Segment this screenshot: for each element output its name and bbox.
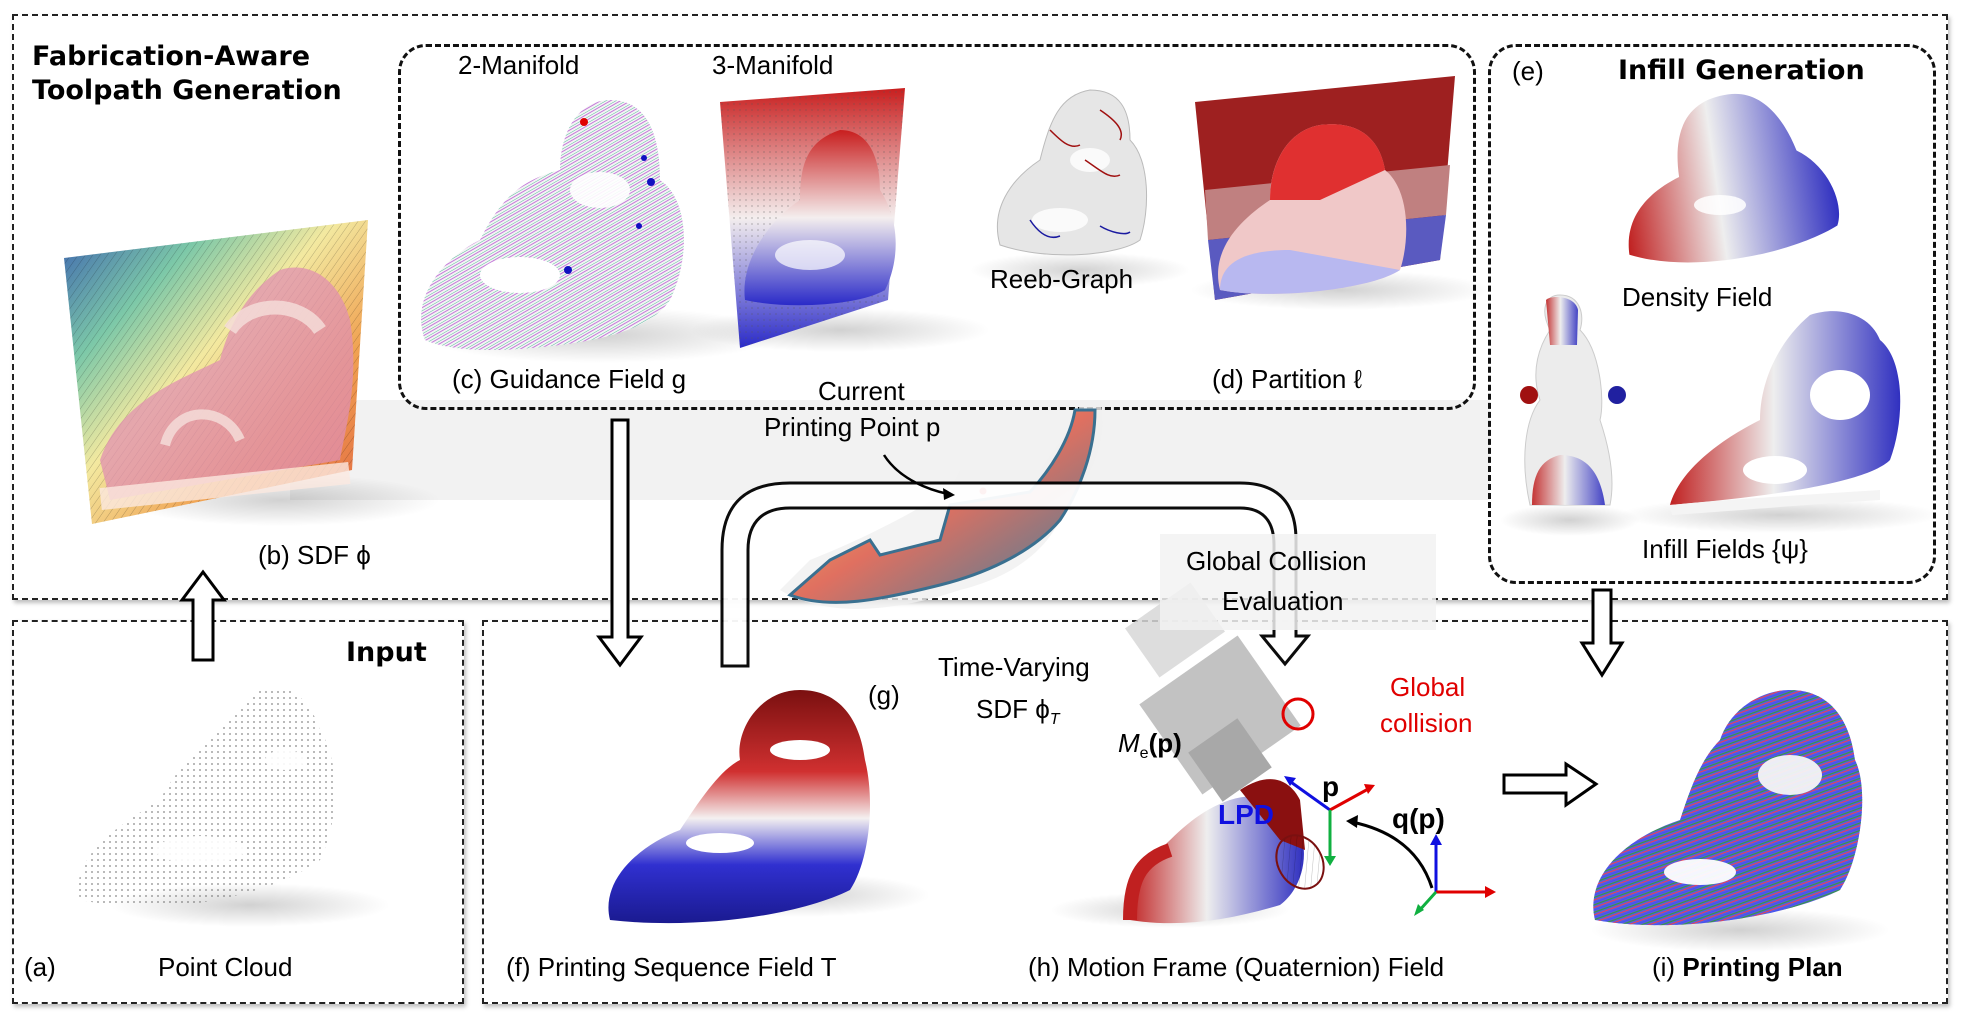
density-field-model bbox=[1628, 93, 1839, 263]
arrow-right-motion-to-plan bbox=[1502, 761, 1599, 808]
label-current: Current bbox=[818, 376, 905, 406]
local-frame-axes bbox=[1284, 776, 1375, 866]
reeb-graph-model bbox=[970, 89, 1190, 288]
tag-a: (a) bbox=[24, 952, 56, 982]
arrow-down-infill-to-plan bbox=[1579, 588, 1625, 678]
tag-i: (i) bbox=[1652, 952, 1676, 982]
caption-partition: (d) Partition ℓ bbox=[1212, 364, 1363, 394]
me-argument: (p) bbox=[1148, 728, 1182, 758]
label-time-varying: Time-Varying bbox=[938, 652, 1090, 682]
printing-sequence-model bbox=[608, 690, 930, 924]
label-infill-fields: Infill Fields {ψ} bbox=[1642, 534, 1808, 564]
robot-head bbox=[1125, 582, 1301, 802]
point-cloud-model bbox=[78, 687, 390, 927]
label-sdf-t: SDF ϕT bbox=[976, 694, 1060, 735]
caption-sdf: (b) SDF ϕ bbox=[258, 540, 371, 570]
partition-model bbox=[1190, 76, 1490, 310]
tag-g: (g) bbox=[868, 680, 900, 710]
label-3-manifold: 3-Manifold bbox=[712, 50, 834, 80]
collision-eval-backdrop bbox=[1160, 534, 1436, 630]
figurine-model bbox=[1500, 294, 1640, 536]
toolpath-generation-box bbox=[12, 14, 1948, 600]
label-2-manifold: 2-Manifold bbox=[458, 50, 580, 80]
tag-e: (e) bbox=[1512, 56, 1544, 86]
label-printing-point: Printing Point p bbox=[764, 412, 941, 442]
caption-guidance-field: (c) Guidance Field g bbox=[452, 364, 687, 394]
label-density-field: Density Field bbox=[1622, 282, 1773, 312]
label-me-p: Me(p) bbox=[1118, 728, 1182, 769]
section-title-input: Input bbox=[346, 637, 427, 668]
arrow-down-guidance-to-sequence bbox=[596, 418, 644, 668]
label-global-collision-eval-2: Evaluation bbox=[1222, 586, 1344, 616]
collision-circle bbox=[1281, 697, 1315, 731]
sdf-t-subscript: T bbox=[1049, 711, 1060, 729]
motion-frame-model bbox=[1050, 582, 1325, 928]
printing-plan-model bbox=[1590, 690, 1890, 952]
arrow-to-printing-point bbox=[882, 454, 949, 496]
label-p: p bbox=[1322, 771, 1340, 802]
infill-fields-model bbox=[1620, 311, 1940, 533]
label-global-collision-eval-1: Global Collision bbox=[1186, 546, 1367, 576]
label-global-collision-1: Global bbox=[1390, 672, 1466, 702]
section-title-infill: Infill Generation bbox=[1618, 55, 1865, 86]
label-global-collision-2: collision bbox=[1380, 708, 1473, 738]
caption-point-cloud: Point Cloud bbox=[158, 952, 293, 982]
two-manifold-model bbox=[420, 100, 780, 363]
label-reeb-graph: Reeb-Graph bbox=[990, 264, 1134, 294]
infill-generation-box bbox=[1488, 44, 1936, 584]
section-title-toolpath: Fabrication-Aware Toolpath Generation bbox=[32, 40, 342, 108]
printing-plan-text: Printing Plan bbox=[1682, 952, 1843, 982]
three-manifold-model bbox=[690, 88, 990, 352]
rotation-arrow bbox=[1351, 820, 1434, 889]
caption-motion-frame: (h) Motion Frame (Quaternion) Field bbox=[1028, 952, 1445, 982]
sdf-t-text: SDF ϕ bbox=[976, 694, 1050, 724]
caption-printing-sequence: (f) Printing Sequence Field T bbox=[506, 952, 837, 982]
me-subscript: e bbox=[1139, 745, 1149, 763]
label-q-p: q(p) bbox=[1392, 803, 1445, 834]
title-line-1: Fabrication-Aware bbox=[32, 41, 311, 72]
label-lpd: LPD bbox=[1218, 799, 1274, 830]
guidance-partition-box bbox=[398, 44, 1476, 410]
world-frame-axes bbox=[1414, 834, 1496, 916]
sdf-panel bbox=[64, 220, 440, 526]
title-line-2: Toolpath Generation bbox=[32, 75, 342, 106]
arrow-up-input-to-sdf bbox=[179, 569, 227, 662]
input-box bbox=[12, 620, 464, 1004]
me-symbol: M bbox=[1118, 728, 1140, 758]
caption-printing-plan: (i) Printing Plan bbox=[1652, 952, 1843, 982]
